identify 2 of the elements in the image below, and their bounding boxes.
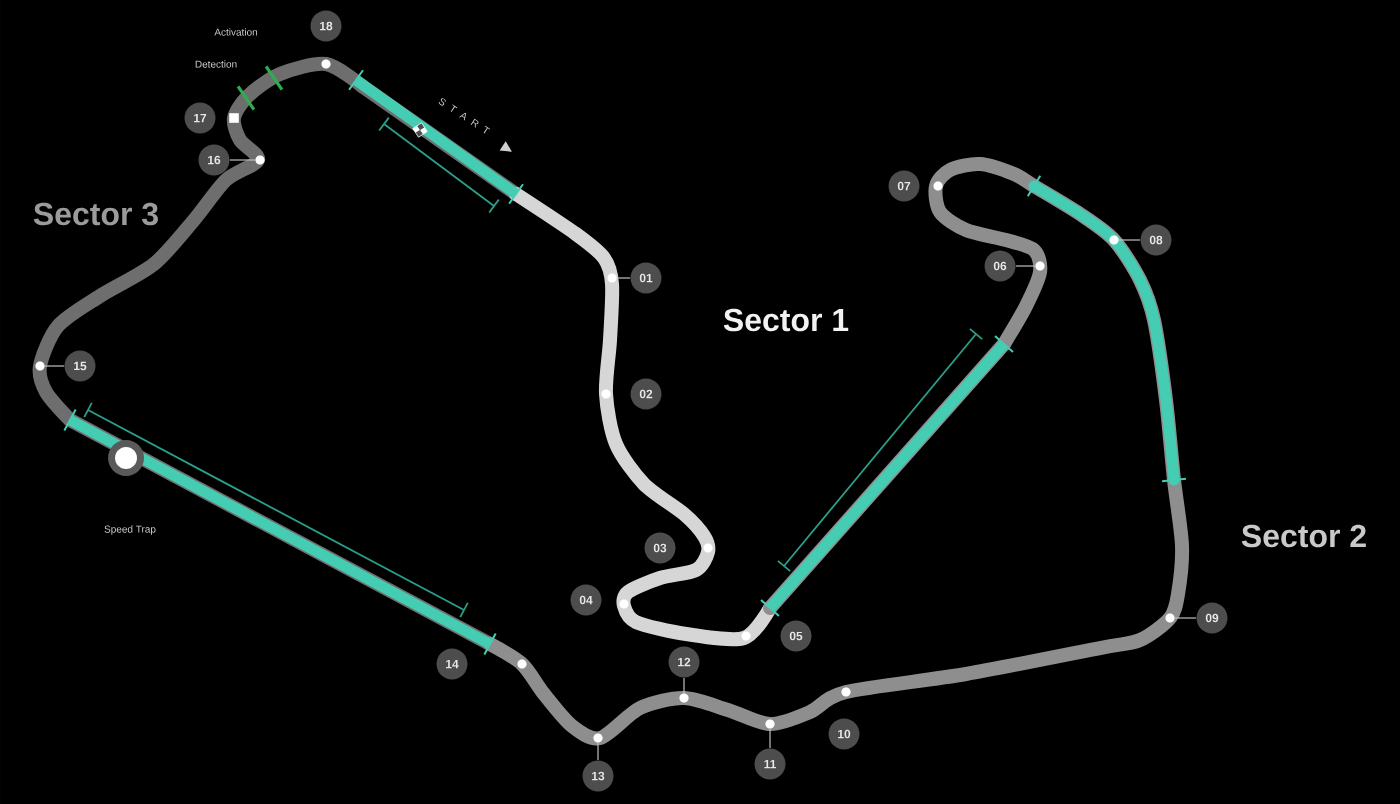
leader-line bbox=[597, 742, 599, 761]
sector-label: Sector 2 bbox=[1241, 524, 1366, 548]
